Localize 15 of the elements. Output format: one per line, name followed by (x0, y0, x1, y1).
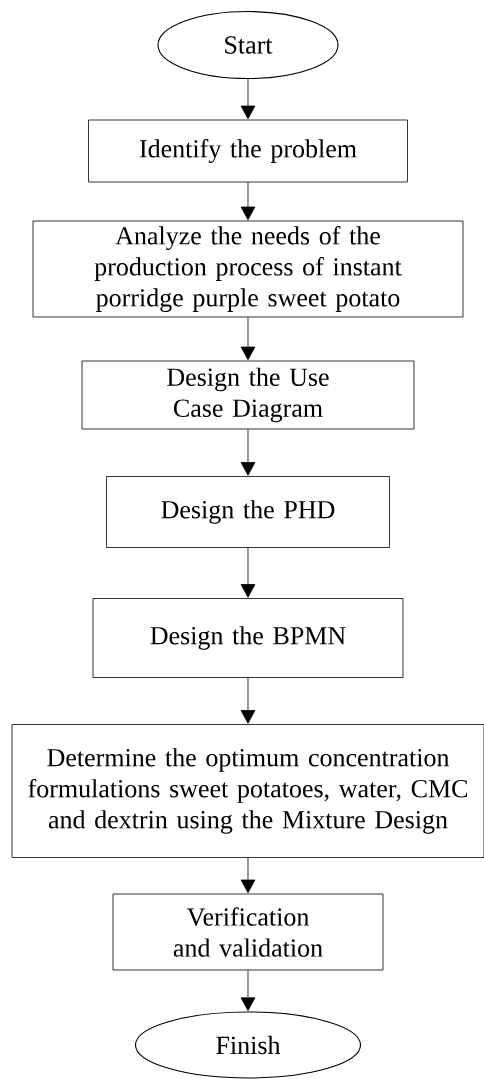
process-box: Identify the problem (88, 119, 408, 183)
arrow (240, 857, 256, 894)
arrow (240, 78, 256, 120)
process-box: Determine the optimum concentration formulations sweet potatoes, water, CMC and dextrin using the Mixture Design (11, 724, 484, 858)
arrow (240, 429, 256, 476)
arrow (240, 317, 256, 361)
process-box: Analyze the needs of the production process of instant porridge purple sweet potato (32, 220, 464, 318)
process-box: Design the PHD (106, 476, 390, 548)
arrow (240, 547, 256, 598)
process-box: Design the Use Case Diagram (81, 360, 415, 430)
arrow (240, 970, 256, 1011)
process-box: Verification and validation (112, 893, 384, 971)
arrow (240, 677, 256, 724)
process-box: Design the BPMN (92, 598, 404, 678)
arrow (240, 182, 256, 221)
